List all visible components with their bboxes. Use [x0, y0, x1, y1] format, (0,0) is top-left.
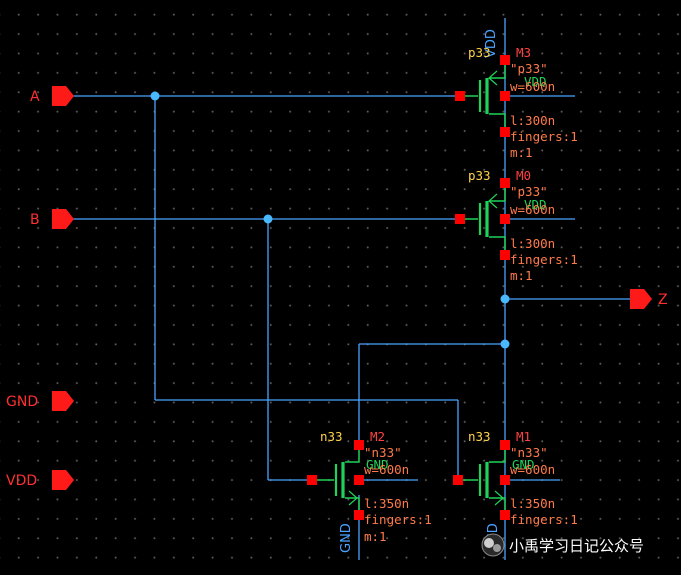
m2-l: l:350n: [364, 496, 409, 511]
m0-l: l:300n: [510, 236, 555, 251]
transistor-m0-symbol: [460, 183, 506, 255]
pin-b-icon[interactable]: [52, 209, 74, 229]
transistor-m1-labels: n33 M1 "n33" GND w=600n l:350n fingers:1: [468, 429, 578, 527]
junction-b: [263, 214, 273, 224]
m0-name: M0: [516, 168, 531, 183]
m2-name: M2: [370, 429, 385, 444]
m3-terminal: VDD: [524, 74, 547, 89]
watermark-text: 小禹学习日记公众号: [509, 537, 644, 555]
m2-m: m:1: [364, 529, 387, 544]
pin-a-icon[interactable]: [52, 86, 74, 106]
m0-fingers: fingers:1: [510, 252, 578, 267]
m1-l: l:350n: [510, 496, 555, 511]
m1-w: w=600n: [510, 462, 555, 477]
pins: [52, 86, 652, 490]
m2-model: n33: [320, 429, 343, 444]
pin-z-label: Z: [658, 292, 668, 308]
transistor-m3-symbol: [460, 60, 506, 132]
terminals: [307, 55, 510, 520]
wechat-bubble-small-icon: [493, 544, 501, 552]
pin-gnd-label: GND: [6, 394, 38, 410]
m0-m: m:1: [510, 268, 533, 283]
wechat-bubble-icon: [484, 538, 494, 548]
m1-cell: "n33": [510, 445, 548, 460]
junction-z: [500, 294, 510, 304]
pin-vdd-icon[interactable]: [52, 470, 74, 490]
pin-gnd-icon[interactable]: [52, 391, 74, 411]
m1-name: M1: [516, 429, 531, 444]
junctions: [150, 91, 510, 349]
m0-w: w=600n: [510, 202, 555, 217]
m3-cell: "p33": [510, 61, 548, 76]
transistor-m3-labels: p33 M3 "p33" VDD w=600n l:300n fingers:1…: [468, 45, 578, 160]
m3-m: m:1: [510, 145, 533, 160]
pin-a-label: A: [30, 89, 40, 105]
transistor-m0-labels: p33 M0 "p33" VDD w=600n l:300n fingers:1…: [468, 168, 578, 283]
m2-cell: "n33": [364, 445, 402, 460]
m3-l: l:300n: [510, 113, 555, 128]
transistor-m1-symbol: [458, 445, 506, 515]
transistor-m2-labels: n33 M2 "n33" GND w=600n l:350n fingers:1…: [320, 429, 432, 544]
m2-fingers: fingers:1: [364, 512, 432, 527]
pin-b-label: B: [30, 212, 40, 228]
m3-fingers: fingers:1: [510, 129, 578, 144]
vdd-rail-label: VDD: [484, 29, 499, 58]
devices: [312, 60, 506, 515]
m3-w: w=600n: [510, 79, 555, 94]
m1-model: n33: [468, 429, 491, 444]
watermark: 小禹学习日记公众号: [481, 533, 644, 557]
m1-terminal: GND: [512, 457, 535, 472]
m2-w: w=600n: [364, 462, 409, 477]
m0-cell: "p33": [510, 184, 548, 199]
m2-terminal: GND: [366, 457, 389, 472]
m3-model: p33: [468, 45, 491, 60]
junction-m2-drain: [500, 339, 510, 349]
gnd-rail-label-left: GND: [339, 523, 354, 553]
pin-z-icon[interactable]: [630, 289, 652, 309]
m0-terminal: VDD: [524, 197, 547, 212]
m3-name: M3: [516, 45, 531, 60]
pin-vdd-label: VDD: [6, 473, 37, 489]
m1-fingers: fingers:1: [510, 512, 578, 527]
junction-a: [150, 91, 160, 101]
transistor-m2-symbol: [312, 445, 360, 515]
m0-model: p33: [468, 168, 491, 183]
